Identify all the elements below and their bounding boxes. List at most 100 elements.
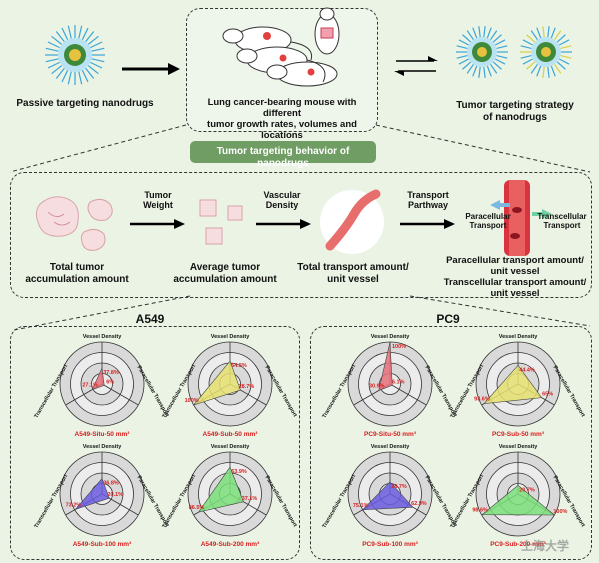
value-label-vessel: 100% <box>392 344 406 350</box>
radar-polygon <box>74 477 110 510</box>
nanoparticle-ray <box>61 70 69 83</box>
value-label-vessel: 44.4% <box>519 367 535 373</box>
value-label-vessel: 36.8% <box>103 481 119 487</box>
value-label-transcellular: 73.2% <box>66 502 82 508</box>
value-label-transcellular: 98.6% <box>472 508 488 514</box>
nanoparticle-ray <box>478 66 481 78</box>
nanoparticle-ray <box>486 27 492 39</box>
value-label-transcellular: 86.5% <box>189 505 205 511</box>
strategy-line1: Tumor targeting strategy <box>456 100 574 111</box>
final2-line2: unit vessel <box>490 287 540 299</box>
axis-label-vessel: Vessel Density <box>83 334 122 340</box>
nanoparticle-ray <box>483 26 486 38</box>
nanoparticle-ray <box>554 64 562 74</box>
radar-title: A549-Sub-200 mm³ <box>201 541 260 548</box>
value-label-paracellular: 62.9% <box>411 501 427 507</box>
nanoparticle-ray <box>85 31 95 43</box>
nanoparticle-ray <box>542 26 545 38</box>
arrow2-line1: Vascular <box>263 190 301 200</box>
radar-axis <box>389 383 427 406</box>
exchange-arrows-icon <box>394 56 438 76</box>
mouse-label-line1: Lung cancer-bearing mouse with different <box>207 97 357 119</box>
mouse-illustration <box>222 7 340 87</box>
step3-line2: unit vessel <box>327 273 379 285</box>
nanoparticle-ray <box>526 61 536 70</box>
flow-arrow-3 <box>400 219 455 229</box>
nanoparticle-ray <box>560 45 572 49</box>
radar-title: A549-Situ-50 mm³ <box>75 431 131 438</box>
axis-label-vessel: Vessel Density <box>499 444 538 450</box>
nanoparticle-ray <box>67 71 72 85</box>
value-label-paracellular: 65% <box>542 392 553 398</box>
radar-polygon <box>192 360 241 406</box>
nanoparticle-ligand-icon <box>520 26 572 78</box>
value-label-paracellular: 100% <box>553 509 567 515</box>
value-label-transcellular: 30.9% <box>369 383 385 389</box>
nanoparticle-ray <box>472 65 478 77</box>
axis-label-vessel: Vessel Density <box>371 334 410 340</box>
para-line1: Paracellular <box>465 212 511 221</box>
final-trans-label: Transcellular transport amount/ unit ves… <box>440 277 590 300</box>
tumor-cubes-icon <box>199 199 243 245</box>
arrow3-line2: Parthway <box>407 200 449 211</box>
value-label-vessel: 28.7% <box>391 484 407 490</box>
nanoparticle-ray <box>520 45 532 49</box>
value-label-transcellular: 100% <box>185 398 199 404</box>
behavior-title: Tumor targeting behavior of nanodrugs <box>216 146 350 169</box>
nanoparticle-ray <box>496 45 508 49</box>
nanoparticle-ray <box>559 58 570 65</box>
step1-label: Total tumor accumulation amount <box>12 262 142 285</box>
nanoparticle-ray <box>530 30 538 40</box>
nanoparticle-ray <box>81 70 89 83</box>
axis-label-vessel: Vessel Density <box>211 444 250 450</box>
para-line2: Transport <box>469 221 507 231</box>
nanoparticle-ray <box>522 58 533 65</box>
step1-line1: Total tumor <box>49 262 105 273</box>
strategy-label: Tumor targeting strategy of nanodrugs <box>440 100 590 123</box>
radar-polygon <box>91 367 105 391</box>
nanoparticle-ray <box>520 55 532 59</box>
group-title-pc9: PC9 <box>436 312 460 326</box>
nanoparticle-ray <box>483 66 486 78</box>
nanoparticle-ray <box>45 47 59 52</box>
nanoparticle-ray <box>67 25 72 39</box>
axis-label-vessel: Vessel Density <box>499 334 538 340</box>
radar-title: PC9-Situ-50 mm³ <box>364 431 417 438</box>
value-label-vessel: 63.9% <box>231 469 247 475</box>
blood-vessel-icon <box>504 180 530 256</box>
nanoparticle-ray <box>490 64 498 74</box>
nanoparticle-ray <box>486 65 492 77</box>
flow-arrow-1 <box>130 219 185 229</box>
behavior-title-pill <box>190 141 376 163</box>
arrow2-line2: Density <box>265 200 299 211</box>
arrow2-label: Vascular Density <box>250 190 314 211</box>
nanoparticle-ray <box>87 35 99 45</box>
nanoparticle-ray <box>495 58 506 65</box>
value-label-vessel: 20.7% <box>519 487 535 493</box>
nanoparticle-ray <box>81 27 89 40</box>
nanoparticle-ray <box>78 25 83 39</box>
step1-line2: accumulation amount <box>25 273 129 285</box>
nanoparticle-ray <box>550 65 556 77</box>
passive-targeting-label: Passive targeting nanodrugs <box>16 98 154 109</box>
nanoparticle-ray <box>496 55 508 59</box>
value-label-paracellular: 37.1% <box>242 496 258 502</box>
a549-box <box>10 326 300 560</box>
mouse-label: Lung cancer-bearing mouse with different… <box>188 97 376 142</box>
nanoparticle-ray <box>536 27 542 39</box>
nanoparticle-ray <box>542 66 545 78</box>
value-label-paracellular: 6.1% <box>392 379 405 385</box>
transport-arrows-icon <box>490 200 552 219</box>
arrow1-label: Tumor Weight <box>128 190 188 211</box>
nanoparticle-ray <box>547 66 550 78</box>
radar-polygon <box>481 484 556 516</box>
group-title-a549: A549 <box>135 312 165 326</box>
final-para-label: Paracellular transport amount/ unit vess… <box>440 255 590 278</box>
nanoparticle-ray <box>55 67 65 79</box>
radar-polygon <box>361 481 414 511</box>
